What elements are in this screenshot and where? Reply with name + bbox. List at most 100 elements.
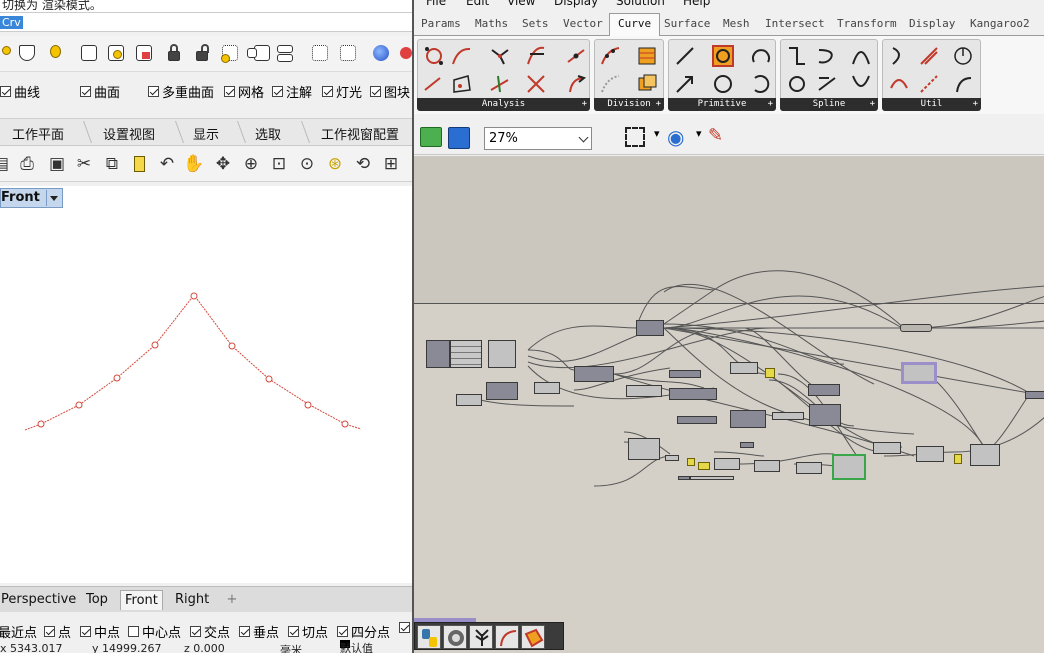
filter-blocks[interactable]: 图块 <box>370 82 410 101</box>
tab-cplanes[interactable]: 工作平面 <box>12 128 65 143</box>
save-icon[interactable]: ▤ <box>0 154 10 174</box>
gh-component[interactable] <box>730 410 766 428</box>
gh-component[interactable] <box>636 320 664 336</box>
print-icon[interactable]: ⎙ <box>20 154 34 174</box>
checkbox-icon[interactable] <box>337 626 348 637</box>
light-bulb-icon[interactable] <box>44 42 66 64</box>
gh-component[interactable] <box>809 404 841 426</box>
tab-display[interactable]: Display <box>909 17 956 30</box>
gh-slider-group[interactable] <box>450 340 482 368</box>
gh-number-slider[interactable] <box>426 340 450 368</box>
interpolate-icon[interactable] <box>785 44 809 68</box>
curve-length-icon[interactable] <box>450 44 474 68</box>
save-file-icon[interactable] <box>448 127 470 149</box>
swap-icon[interactable] <box>274 42 296 64</box>
checkbox-icon[interactable] <box>370 86 381 97</box>
fillet-icon[interactable] <box>917 44 941 68</box>
tab-viewport-layout[interactable]: 工作视窗配置 <box>321 128 400 143</box>
line-sdl-icon[interactable] <box>673 72 697 96</box>
gh-component[interactable] <box>456 394 482 406</box>
tab-params[interactable]: Params <box>421 17 461 30</box>
checkbox-icon[interactable] <box>148 86 159 97</box>
tab-vector[interactable]: Vector <box>563 17 603 30</box>
gh-component[interactable] <box>678 476 690 480</box>
filter-surfaces[interactable]: 曲面 <box>80 82 120 101</box>
checkbox-icon[interactable] <box>224 86 235 97</box>
kinky-curve-icon[interactable] <box>849 44 873 68</box>
curve-point-icon[interactable] <box>564 44 588 68</box>
gh-component[interactable] <box>488 340 516 368</box>
tab-right[interactable]: Right <box>175 592 210 607</box>
flip-icon[interactable] <box>917 72 941 96</box>
curve-frame-icon[interactable] <box>422 72 446 96</box>
gh-component[interactable] <box>808 384 840 396</box>
select-blocks-icon[interactable] <box>133 42 155 64</box>
tab-surface[interactable]: Surface <box>664 17 711 30</box>
tab-set-view[interactable]: 设置视图 <box>103 128 156 143</box>
material-icon[interactable] <box>398 42 412 64</box>
mesh-tools-icon[interactable] <box>443 625 467 649</box>
checkbox-icon[interactable] <box>272 86 283 97</box>
extend-icon[interactable] <box>951 72 975 96</box>
menu-solution[interactable]: Solution <box>616 0 665 8</box>
viewport-title[interactable]: Front <box>0 188 63 208</box>
copy-icon[interactable]: ⧉ <box>105 154 119 174</box>
surface-tool-icon[interactable] <box>521 625 545 649</box>
filter-lights[interactable]: 灯光 <box>322 82 362 101</box>
zoom-dropdown[interactable]: 27% <box>484 127 592 150</box>
tab-intersect[interactable]: Intersect <box>765 17 825 30</box>
group-icon[interactable] <box>309 42 331 64</box>
curve-drawing[interactable] <box>0 186 412 583</box>
zoom-selected-icon[interactable]: ⊛ <box>327 154 343 174</box>
osnap-near[interactable]: 最近点 <box>0 626 38 641</box>
render-sphere-icon[interactable] <box>370 42 392 64</box>
menu-file[interactable]: File <box>426 0 447 8</box>
four-viewports-icon[interactable]: ⊞ <box>383 154 399 174</box>
unlock-icon[interactable] <box>191 42 213 64</box>
checkbox-icon[interactable] <box>80 626 91 637</box>
gh-selected-component[interactable] <box>901 362 937 384</box>
open-file-icon[interactable] <box>420 127 442 147</box>
tab-mesh[interactable]: Mesh <box>723 17 750 30</box>
curve-discontinuity-icon[interactable] <box>524 72 548 96</box>
chevron-down-icon[interactable]: ▾ <box>654 127 660 140</box>
command-prompt-text[interactable]: Crv <box>0 16 23 29</box>
checkbox-icon[interactable] <box>322 86 333 97</box>
gh-component[interactable] <box>626 385 662 397</box>
line-icon[interactable] <box>673 44 697 68</box>
gh-component[interactable] <box>1025 391 1044 399</box>
python-icon[interactable] <box>417 625 441 649</box>
gh-preview-component[interactable] <box>832 454 866 480</box>
lock-icon[interactable] <box>163 42 185 64</box>
circle-icon[interactable] <box>711 72 735 96</box>
gh-component[interactable] <box>730 362 758 374</box>
checkbox-icon[interactable] <box>239 626 250 637</box>
gh-component[interactable] <box>486 382 518 400</box>
gh-component[interactable] <box>970 444 1000 466</box>
filter-polysurfaces[interactable]: 多重曲面 <box>148 82 214 101</box>
checkbox-icon[interactable] <box>44 626 55 637</box>
gh-canvas[interactable] <box>414 156 1044 653</box>
osnap-center[interactable]: 中心点 <box>128 622 181 641</box>
front-viewport[interactable] <box>0 186 412 583</box>
gh-component[interactable] <box>669 370 701 378</box>
gh-component[interactable] <box>665 455 679 461</box>
tab-curve[interactable]: Curve <box>609 13 661 37</box>
bulb-icon[interactable] <box>0 42 14 64</box>
hide-icon[interactable] <box>219 42 241 64</box>
zoom-window-icon[interactable]: ⊡ <box>271 154 287 174</box>
join-icon[interactable] <box>951 44 975 68</box>
checkbox-icon[interactable] <box>128 626 139 637</box>
zoom-extents-icon[interactable] <box>625 127 645 147</box>
units-label[interactable]: 毫米 <box>280 644 302 653</box>
contour-icon[interactable] <box>635 44 659 68</box>
tab-display[interactable]: 显示 <box>193 128 220 143</box>
gh-boolean-toggle[interactable] <box>954 454 962 464</box>
tab-front[interactable]: Front <box>120 590 163 610</box>
pan-hand-icon[interactable]: ✋ <box>183 154 205 174</box>
arc-icon[interactable] <box>749 44 773 68</box>
gh-boolean-toggle[interactable] <box>687 458 695 466</box>
add-viewport-icon[interactable]: + <box>226 592 238 607</box>
gh-component[interactable] <box>754 460 780 472</box>
checkbox-icon[interactable] <box>399 622 410 633</box>
